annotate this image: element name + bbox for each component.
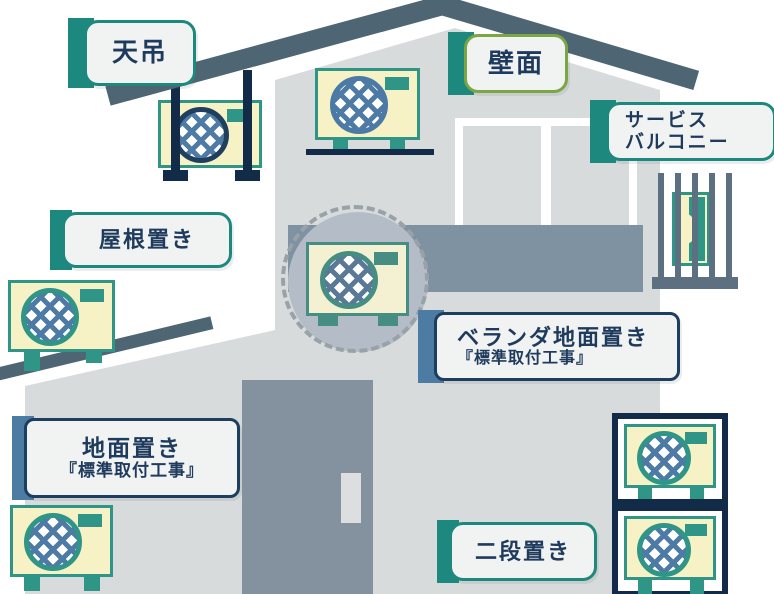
ac-outdoor-unit-stack-top-icon [624, 424, 716, 488]
vent-icon [685, 432, 707, 444]
fan-grille-icon [24, 513, 82, 571]
label-wall-mounted: 壁面 [448, 32, 568, 95]
label-box: 屋根置き [62, 212, 232, 268]
hanger-foot [235, 170, 260, 181]
door-handle [341, 473, 361, 523]
unit-foot [690, 488, 704, 499]
label-box: 二段置き [449, 522, 597, 581]
railing-bar [709, 173, 715, 285]
fan-grille-icon [637, 523, 691, 577]
vent-icon [80, 289, 104, 302]
label-text: ベランダ地面置き [457, 324, 650, 350]
ac-outdoor-unit-roof-icon [8, 280, 115, 352]
fan-grille-icon [21, 288, 79, 346]
label-text: 壁面 [487, 47, 544, 78]
label-two-tier: 二段置き [437, 520, 597, 583]
label-text: 地面置き [82, 435, 182, 461]
unit-foot [84, 575, 100, 591]
ac-outdoor-unit-wall-icon [315, 68, 420, 140]
label-box: サービス バルコニー [606, 102, 774, 161]
ac-outdoor-unit-ground-icon [10, 505, 113, 577]
label-subtext: 『標準取付工事』 [457, 349, 594, 367]
window-pane [463, 126, 541, 226]
label-box: 天吊 [84, 20, 196, 86]
label-text: バルコニー [625, 131, 730, 153]
hanger-post [243, 70, 252, 174]
hanger-foot [163, 170, 188, 181]
entrance-door [242, 380, 373, 594]
railing-bar [692, 173, 698, 285]
vent-icon [385, 77, 409, 90]
label-text: 二段置き [474, 538, 571, 564]
ac-outdoor-unit-stack-bottom-icon [624, 516, 716, 580]
magnifier-dashed-ring-icon [281, 205, 429, 353]
bracket-bar [306, 149, 434, 155]
label-ground-placement: 地面置き 『標準取付工事』 [12, 416, 240, 500]
upper-window [455, 118, 637, 226]
vent-icon [78, 514, 102, 527]
unit-foot [690, 580, 704, 594]
vent-icon [685, 524, 707, 536]
label-subtext: 『標準取付工事』 [60, 461, 204, 481]
label-box: ベランダ地面置き 『標準取付工事』 [434, 312, 680, 381]
bracket-leg [333, 139, 348, 150]
unit-foot [24, 349, 40, 371]
label-box: 壁面 [464, 34, 568, 93]
label-service-balcony: サービス バルコニー [590, 100, 774, 163]
railing-bar [675, 173, 681, 285]
label-text: 天吊 [111, 37, 168, 68]
railing-base-bar [652, 277, 738, 289]
hanger-post [171, 70, 180, 174]
label-veranda-ground: ベランダ地面置き 『標準取付工事』 [418, 310, 680, 383]
label-box: 地面置き 『標準取付工事』 [24, 418, 240, 498]
unit-foot [638, 580, 652, 594]
label-roof-placement: 屋根置き [50, 210, 232, 270]
label-text: 屋根置き [98, 227, 195, 253]
bracket-leg [390, 139, 405, 150]
unit-foot [24, 575, 40, 591]
label-text: サービス [625, 109, 710, 131]
fan-grille-icon [637, 431, 691, 485]
unit-foot [86, 349, 102, 363]
railing-bar [726, 173, 732, 285]
unit-foot [638, 488, 652, 499]
railing-bar [658, 173, 664, 285]
fan-grille-icon [173, 107, 229, 163]
label-ceiling-hung: 天吊 [68, 18, 196, 88]
fan-grille-icon [330, 76, 388, 134]
